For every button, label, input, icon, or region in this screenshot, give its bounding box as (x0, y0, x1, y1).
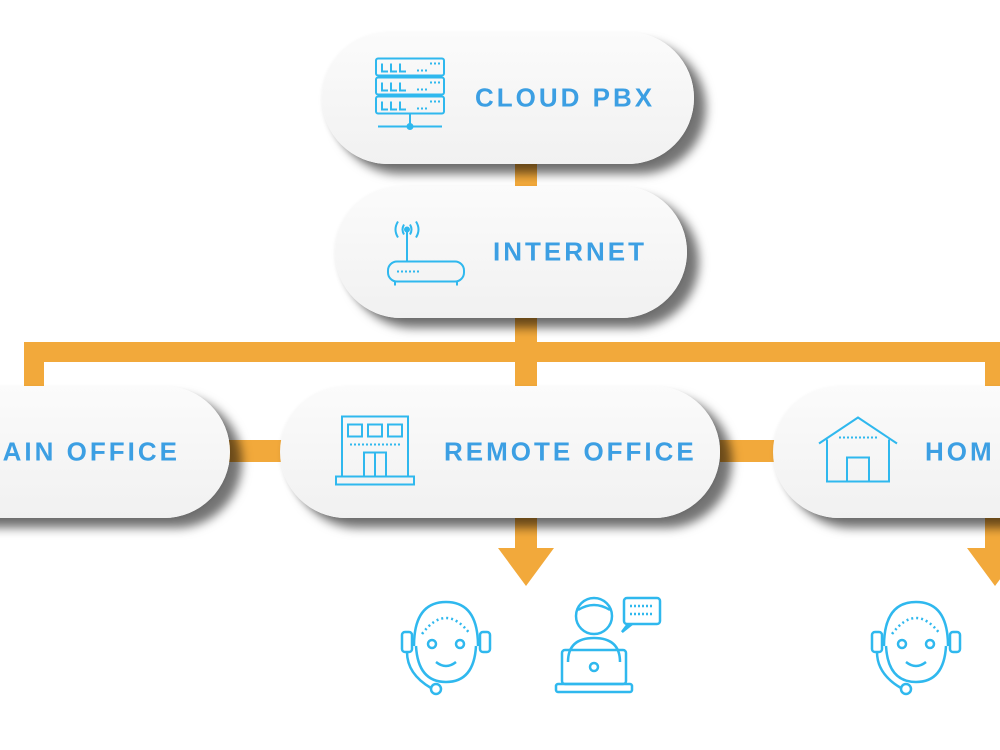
node-remote-office: REMOTE OFFICE (280, 386, 720, 518)
connector-main-remote (225, 440, 285, 462)
node-internet: INTERNET (335, 186, 687, 318)
node-label: CLOUD PBX (475, 82, 656, 113)
connector-bus-main-office (24, 342, 44, 392)
server-rack-icon (372, 57, 448, 140)
office-building-icon (334, 413, 416, 492)
node-main-office: MAIN OFFICE (0, 386, 230, 518)
node-label: MAIN OFFICE (0, 436, 180, 467)
laptop-user-chat-icon (552, 590, 664, 703)
headset-agent-icon (860, 588, 972, 705)
arrow-home-down (967, 548, 1000, 586)
house-icon (815, 414, 901, 491)
connector-horizontal-bus (24, 342, 1000, 362)
connector-bus-home (985, 342, 1000, 392)
node-label: HOM (925, 436, 995, 467)
node-label: INTERNET (493, 236, 647, 267)
node-home: HOM (773, 386, 1000, 518)
connector-remote-home (720, 440, 780, 462)
node-cloud-pbx: CLOUD PBX (322, 32, 694, 164)
arrow-remote-down (498, 548, 554, 586)
wifi-router-icon (385, 210, 467, 295)
headset-agent-icon (390, 588, 502, 705)
connector-bus-remote-office (515, 342, 537, 392)
node-label: REMOTE OFFICE (444, 436, 697, 467)
